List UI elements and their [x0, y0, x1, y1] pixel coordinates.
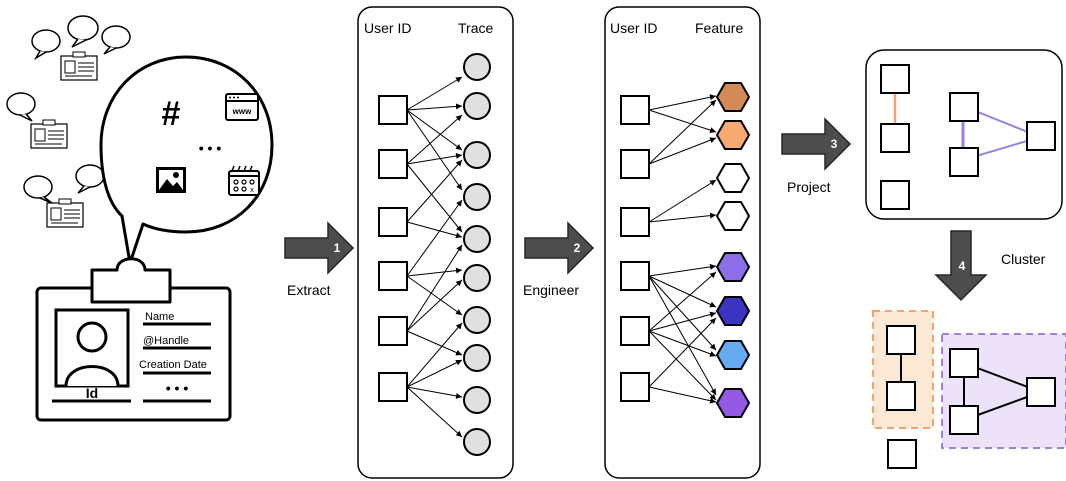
id-label: Id	[86, 385, 98, 401]
source-users-group	[6, 15, 131, 228]
user-node	[378, 372, 408, 402]
trace-node	[463, 344, 491, 372]
hashtag-icon: #	[162, 95, 181, 133]
feature-edges	[648, 94, 717, 404]
user-id-nodes	[378, 95, 408, 402]
user-node	[620, 372, 650, 402]
speech-bubble-icon	[31, 29, 61, 61]
video-clapper-icon: x	[228, 165, 260, 196]
graph-node	[880, 123, 910, 153]
trace-panel-trace-header: Trace	[458, 20, 493, 36]
id-card-small-icon	[30, 119, 68, 149]
card-field-more: • • •	[166, 380, 189, 396]
graph-node	[887, 439, 917, 469]
graph-node	[886, 381, 916, 411]
graph-node	[949, 348, 979, 378]
clustered-graph	[872, 310, 1066, 469]
step-1-number: 1	[334, 241, 341, 255]
card-field-handle: @Handle	[143, 335, 189, 347]
user-node	[378, 316, 408, 346]
trace-node	[463, 92, 491, 120]
card-field-name: Name	[145, 311, 174, 323]
graph-node	[1026, 377, 1056, 407]
speech-bubble-icon	[23, 175, 53, 204]
user-node	[620, 316, 650, 346]
user-node	[620, 207, 650, 237]
trace-node	[463, 141, 491, 169]
user-node	[620, 149, 650, 179]
extract-arrow: 1 Extract	[284, 221, 355, 298]
trace-panel: User ID Trace	[357, 6, 514, 479]
graph-node	[880, 180, 910, 210]
user-node	[378, 261, 408, 291]
speech-bubble-icon	[75, 164, 105, 194]
feature-panel-feature-header: Feature	[695, 20, 743, 36]
trace-nodes	[463, 53, 491, 456]
trace-node	[463, 306, 491, 334]
graph-node	[949, 147, 979, 177]
user-node	[378, 149, 408, 179]
profile-photo-icon	[54, 308, 130, 388]
feature-hex-nodes	[715, 82, 751, 418]
feature-hexagon	[715, 252, 751, 282]
feature-hexagon	[715, 296, 751, 326]
trace-edges	[406, 76, 463, 438]
trace-node	[463, 428, 491, 456]
trace-node	[463, 386, 491, 414]
feature-hexagon	[715, 201, 751, 231]
user-node	[378, 207, 408, 237]
user-node	[620, 261, 650, 291]
bubble-ellipsis: • • •	[199, 140, 222, 156]
trace-node	[463, 225, 491, 253]
cluster-label: Cluster	[1001, 251, 1046, 267]
trace-panel-user-id-header: User ID	[364, 20, 411, 36]
cluster-arrow: 4 Cluster	[934, 230, 1046, 302]
trace-node	[463, 53, 491, 81]
id-card-small-icon	[60, 51, 98, 81]
step-4-number: 4	[959, 259, 966, 273]
step-3-number: 3	[831, 137, 838, 151]
card-field-creation-date: Creation Date	[139, 359, 207, 371]
trace-node	[463, 264, 491, 292]
content-speech-bubble: # www • • • x	[99, 55, 274, 265]
project-arrow: 3 Project	[781, 117, 852, 195]
graph-node	[949, 405, 979, 435]
www-text: www	[232, 107, 252, 116]
projected-graph-panel	[865, 49, 1063, 220]
feature-hexagon	[715, 340, 751, 370]
browser-window-icon: www	[225, 93, 259, 121]
graph-node	[1026, 121, 1056, 151]
trace-node	[463, 183, 491, 211]
graph-node	[886, 325, 916, 355]
speech-bubble-icon	[101, 25, 131, 55]
feature-hexagon	[715, 163, 751, 193]
speech-bubble-icon	[6, 92, 36, 122]
speech-bubble-icon	[67, 15, 99, 48]
extract-label: Extract	[287, 282, 331, 298]
feature-hexagon	[715, 388, 751, 418]
svg-text:x: x	[250, 187, 254, 194]
feature-user-nodes	[620, 95, 650, 402]
user-id-card: Id Name @Handle Creation Date • • •	[35, 257, 232, 422]
user-node	[620, 95, 650, 125]
engineer-label: Engineer	[523, 282, 579, 298]
id-card-small-icon	[46, 198, 84, 228]
feature-hexagon	[715, 120, 751, 150]
engineer-arrow: 2 Engineer	[523, 221, 595, 298]
step-2-number: 2	[574, 241, 581, 255]
feature-panel-user-id-header: User ID	[610, 20, 657, 36]
project-label: Project	[787, 179, 831, 195]
graph-node	[880, 64, 910, 94]
image-icon	[156, 167, 186, 193]
graph-node	[949, 92, 979, 122]
feature-hexagon	[715, 82, 751, 112]
feature-panel: User ID Feature	[604, 6, 761, 479]
user-node	[378, 95, 408, 125]
